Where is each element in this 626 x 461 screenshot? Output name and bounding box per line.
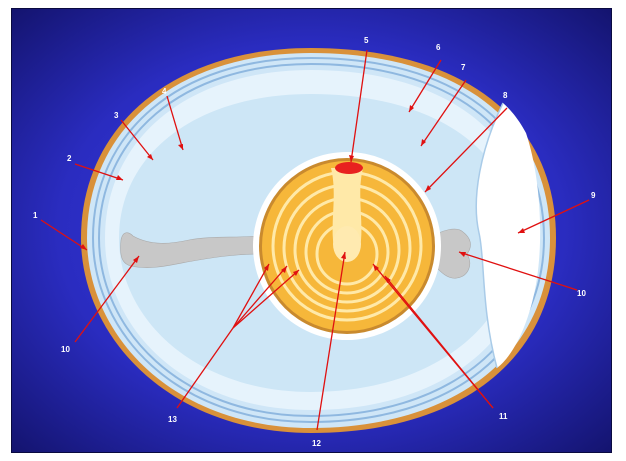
label-1: 1 [33, 211, 38, 220]
label-10-left: 10 [61, 345, 70, 354]
label-8: 8 [503, 91, 508, 100]
label-2: 2 [67, 154, 72, 163]
label-11: 11 [499, 412, 508, 421]
label-13: 13 [168, 415, 177, 424]
label-4: 4 [162, 87, 167, 96]
label-7: 7 [461, 63, 466, 72]
air-cell [475, 102, 541, 369]
label-9: 9 [591, 191, 596, 200]
label-5: 5 [364, 36, 369, 45]
label-3: 3 [114, 111, 119, 120]
label-12: 12 [312, 439, 321, 448]
germinal-disc [335, 162, 363, 174]
yolk [259, 158, 435, 334]
leader-lines [40, 49, 590, 431]
label-6: 6 [436, 43, 441, 52]
label-10-right: 10 [577, 289, 586, 298]
egg-diagram: 1 2 3 4 5 6 7 8 9 10 10 11 12 13 [11, 8, 612, 453]
